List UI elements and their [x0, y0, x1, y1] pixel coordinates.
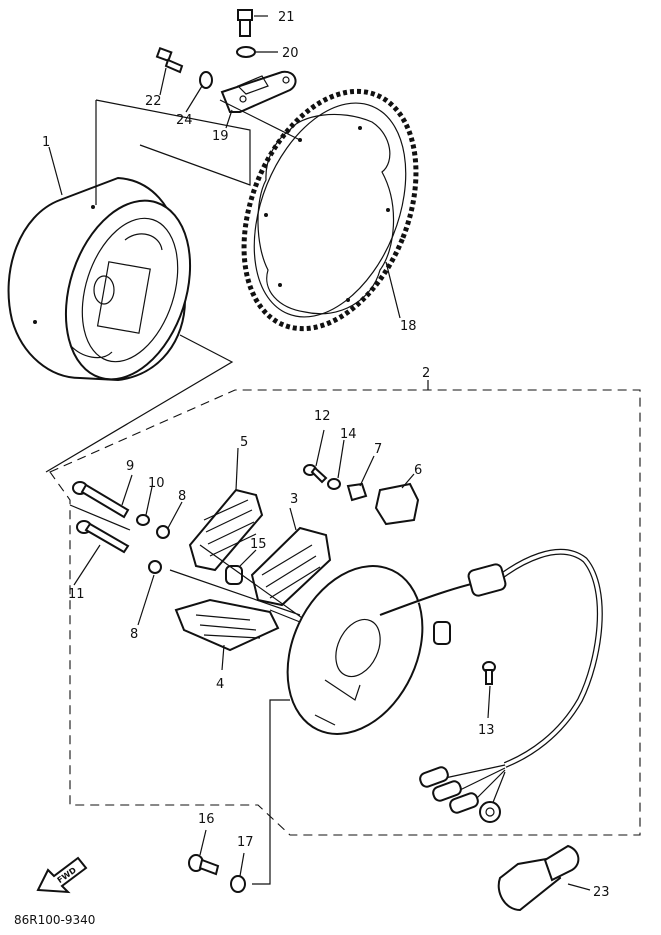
starter-ring-gear: [241, 88, 419, 332]
callout-7: 7: [374, 442, 382, 457]
guide-line-d: [45, 334, 234, 473]
wire-harness: [419, 548, 603, 823]
callout-3: 3: [290, 492, 298, 507]
bolt-22: [237, 9, 253, 37]
callout-12: 12: [314, 409, 331, 424]
callout-14: 13: [478, 723, 495, 738]
stator-base-plate: [286, 565, 491, 735]
washer-21: [236, 46, 256, 58]
coil-5: [188, 488, 264, 572]
leader-lines: [48, 15, 591, 891]
part-code: 86R100-9340: [14, 913, 95, 927]
callout-11: 11: [68, 587, 85, 602]
clamp-7: [346, 482, 368, 502]
guide-line-b: [95, 99, 251, 186]
callout-23: 22: [145, 94, 162, 109]
guide-line-g: [252, 699, 290, 885]
coil-4: [174, 598, 280, 652]
screw-11: [76, 520, 130, 554]
callout-5: 5: [240, 435, 248, 450]
callout-15: 15: [250, 537, 267, 552]
clip-8-upper: [156, 525, 170, 539]
fwd-arrow-icon: FWD: [36, 856, 88, 894]
flywheel-rotor: [7, 176, 192, 382]
washer-13: [327, 478, 341, 490]
nut-24: [199, 71, 213, 89]
washer-18: [230, 875, 246, 893]
callout-19: 18: [400, 319, 417, 334]
callout-24: 24: [176, 113, 193, 128]
callout-8-lower: 8: [130, 627, 138, 642]
screw-14: [482, 661, 496, 685]
screw-12: [303, 464, 328, 484]
callout-6: 6: [414, 463, 422, 478]
stator-assembly-outline: [49, 389, 641, 836]
screw-9: [72, 481, 130, 519]
bolt-17: [188, 854, 220, 876]
callout-4: 4: [216, 677, 224, 692]
callout-2: 2: [422, 366, 430, 381]
callout-18: 17: [237, 835, 254, 850]
guide-line-c: [219, 99, 301, 141]
callout-13: 14: [340, 427, 357, 442]
clip-8-lower: [148, 560, 162, 574]
washer-10: [136, 514, 150, 526]
callout-9: 9: [126, 459, 134, 474]
callout-17: 16: [198, 812, 215, 827]
bolt-23: [155, 46, 184, 74]
callout-16: 23: [593, 885, 610, 900]
callout-10: 10: [148, 476, 165, 491]
clamp-6: [374, 482, 420, 526]
tool-16: [497, 844, 580, 912]
callout-1: 1: [42, 135, 50, 150]
bracket-20: [220, 70, 297, 113]
callout-8-upper: 8: [178, 489, 186, 504]
callout-20: 19: [212, 129, 229, 144]
callout-21: 20: [282, 46, 299, 61]
guide-line-e: [69, 504, 131, 531]
callout-22: 21: [278, 10, 295, 25]
